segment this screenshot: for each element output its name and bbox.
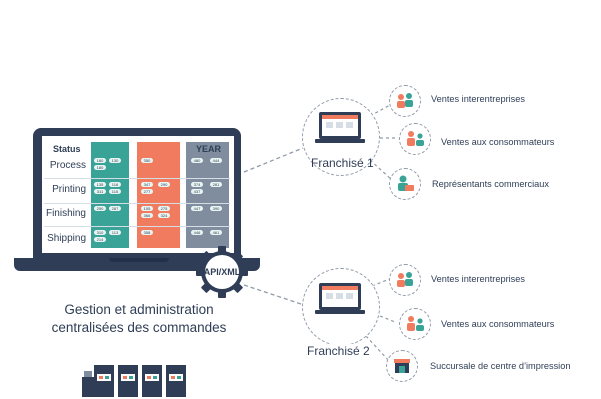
caption-line-1: Gestion et administration bbox=[64, 302, 214, 317]
value-pill: 281 bbox=[210, 182, 222, 187]
service-label: Ventes aux consommateurs bbox=[441, 319, 555, 329]
central-caption: Gestion et administration centralisées d… bbox=[10, 301, 268, 337]
value-pill: 180 bbox=[94, 165, 106, 170]
b2c-icon bbox=[407, 131, 424, 146]
sales-rep-icon bbox=[398, 175, 414, 191]
service-node bbox=[389, 85, 421, 117]
row-divider bbox=[44, 226, 230, 227]
service-node bbox=[399, 123, 431, 155]
value-pill: 347 bbox=[141, 182, 153, 187]
laptop-base bbox=[14, 258, 260, 271]
value-pill: 446 bbox=[191, 230, 203, 235]
franchise-laptop-icon bbox=[315, 112, 365, 143]
gear-label: API/XML bbox=[204, 267, 241, 277]
value-pill: 437 bbox=[191, 189, 203, 194]
service-label: Ventes interentreprises bbox=[431, 94, 525, 104]
value-pill: 105 bbox=[141, 206, 153, 211]
value-pill: 275 bbox=[158, 206, 170, 211]
row-label-process: Process bbox=[49, 160, 86, 171]
value-pill: 350 bbox=[141, 158, 153, 163]
row-label-shipping: Shipping bbox=[47, 233, 86, 244]
value-pill: 250 bbox=[94, 206, 106, 211]
value-pill: 290 bbox=[158, 182, 170, 187]
value-pill: 277 bbox=[141, 189, 153, 194]
value-pill: 135 bbox=[94, 182, 106, 187]
service-node bbox=[386, 350, 418, 382]
b2c-icon bbox=[407, 316, 424, 331]
laptop-notch bbox=[109, 258, 169, 262]
status-header: Status bbox=[53, 144, 81, 154]
value-pill: 287 bbox=[109, 206, 121, 211]
value-pill: 311 bbox=[94, 189, 106, 194]
row-divider bbox=[44, 203, 230, 204]
value-pill: 366 bbox=[141, 213, 153, 218]
franchise-2-label: Franchisé 2 bbox=[307, 344, 370, 358]
printers-icon bbox=[82, 365, 186, 397]
value-pill: 130 bbox=[109, 158, 121, 163]
service-node bbox=[389, 168, 421, 200]
value-pill: 113 bbox=[109, 230, 121, 235]
value-pill: 324 bbox=[158, 213, 170, 218]
b2b-icon bbox=[397, 93, 413, 108]
value-pill: 358 bbox=[141, 230, 153, 235]
franchise-laptop-icon bbox=[315, 283, 365, 314]
franchise-1-label: Franchisé 1 bbox=[311, 156, 374, 170]
service-label: Succursale de centre d’impression bbox=[430, 361, 571, 371]
value-pill: 480 bbox=[191, 158, 203, 163]
row-label-finishing: Finishing bbox=[45, 208, 86, 219]
value-pill: 461 bbox=[210, 230, 222, 235]
value-pill: 447 bbox=[191, 206, 203, 211]
value-pill: 444 bbox=[210, 158, 222, 163]
service-label: Représentants commerciaux bbox=[432, 179, 549, 189]
value-pill: 180 bbox=[94, 158, 106, 163]
month-header: MONTH bbox=[140, 144, 173, 154]
caption-line-2: centralisées des commandes bbox=[51, 320, 227, 335]
service-label: Ventes aux consommateurs bbox=[441, 137, 555, 147]
row-divider bbox=[44, 178, 230, 179]
service-node bbox=[399, 308, 431, 340]
value-pill: 214 bbox=[94, 237, 106, 242]
gear-icon: API/XML bbox=[196, 246, 248, 298]
b2b-icon bbox=[397, 272, 413, 287]
week-header: WEEK bbox=[97, 144, 124, 154]
value-pill: 116 bbox=[109, 182, 121, 187]
year-header: YEAR bbox=[196, 144, 222, 154]
value-pill: 374 bbox=[191, 182, 203, 187]
service-label: Ventes interentreprises bbox=[431, 274, 525, 284]
print-shop-icon bbox=[394, 359, 410, 373]
row-label-printing: Printing bbox=[52, 184, 86, 195]
value-pill: 115 bbox=[109, 189, 121, 194]
value-pill: 310 bbox=[94, 230, 106, 235]
service-node bbox=[389, 264, 421, 296]
value-pill: 390 bbox=[210, 206, 222, 211]
